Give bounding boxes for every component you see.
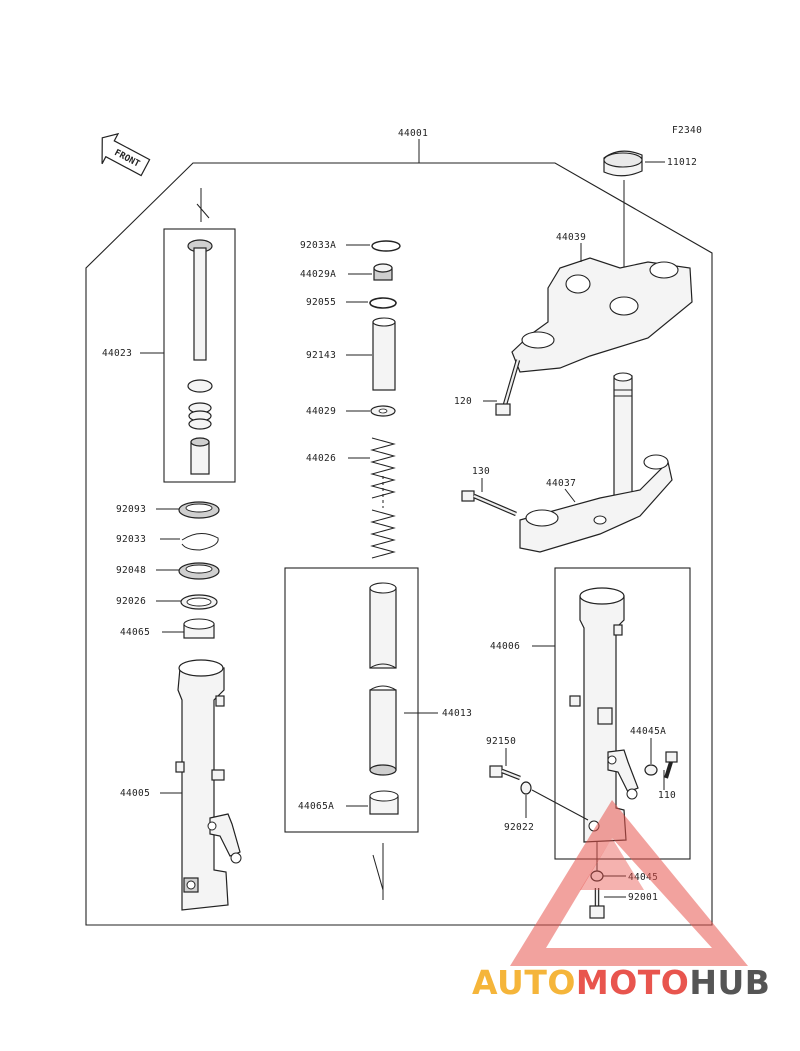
label-110: 110	[658, 790, 676, 801]
watermark-logo-icon	[510, 800, 748, 966]
part-44026-spring	[348, 437, 396, 559]
part-44023-damper-rod	[140, 239, 213, 475]
part-44065-bushing	[162, 618, 215, 639]
watermark-text: AUTOMOTOHUB	[472, 963, 770, 1002]
label-92143: 92143	[306, 350, 336, 361]
part-130-bolt	[461, 478, 517, 517]
figure-code: F2340	[672, 125, 702, 136]
label-92022: 92022	[504, 822, 534, 833]
label-92026: 92026	[116, 596, 146, 607]
label-92150: 92150	[486, 736, 516, 747]
label-44013: 44013	[442, 708, 472, 719]
part-92055-o-ring	[346, 297, 397, 309]
box-44006	[554, 567, 691, 860]
watermark-moto: MOTO	[576, 963, 689, 1002]
label-92055: 92055	[306, 297, 336, 308]
label-44006: 44006	[490, 641, 520, 652]
part-44037-steering-stem	[519, 372, 673, 553]
part-92026-washer	[156, 594, 218, 610]
label-44029: 44029	[306, 406, 336, 417]
part-44013-inner-tube	[369, 582, 438, 776]
box-44023	[163, 228, 236, 483]
label-44045A: 44045A	[630, 726, 666, 737]
label-44045: 44045	[628, 872, 658, 883]
label-44023: 44023	[102, 348, 132, 359]
label-92033: 92033	[116, 534, 146, 545]
part-92022-washer	[520, 781, 589, 821]
part-44029A-seat	[348, 263, 393, 281]
label-44026: 44026	[306, 453, 336, 464]
label-11012: 11012	[667, 157, 697, 168]
part-92033A-ring	[346, 240, 401, 252]
label-120: 120	[454, 396, 472, 407]
part-92093-oil-seal	[156, 501, 220, 519]
part-110-bolt	[663, 751, 678, 790]
label-44005: 44005	[120, 788, 150, 799]
part-44005-outer-tube	[160, 659, 242, 911]
part-44029-washer	[346, 405, 396, 417]
label-44001: 44001	[398, 128, 428, 139]
part-44065A-bushing	[346, 790, 399, 815]
label-44065: 44065	[120, 627, 150, 638]
part-92001-bolt	[589, 888, 626, 919]
part-44039-upper-bracket	[511, 243, 693, 373]
label-44029A: 44029A	[300, 269, 336, 280]
label-44039: 44039	[556, 232, 586, 243]
label-92033A: 92033A	[300, 240, 336, 251]
part-44045-nut	[590, 870, 626, 882]
label-130: 130	[472, 466, 490, 477]
part-44045A-nut	[644, 738, 658, 776]
part-44006-outer-tube	[532, 587, 639, 843]
watermark-auto: AUTO	[472, 963, 576, 1002]
box-44013	[284, 567, 419, 833]
part-120-bolt	[483, 359, 521, 416]
label-44037: 44037	[546, 478, 576, 489]
front-arrow-icon: FRONT	[101, 132, 151, 177]
part-92048-seal	[156, 562, 220, 580]
part-92150-bolt	[489, 748, 521, 781]
label-44065A: 44065A	[298, 801, 334, 812]
label-92001: 92001	[628, 892, 658, 903]
label-92093: 92093	[116, 504, 146, 515]
part-92143-collar	[346, 317, 396, 391]
part-92033-circlip	[160, 533, 219, 551]
label-92048: 92048	[116, 565, 146, 576]
watermark-hub: HUB	[689, 963, 770, 1002]
